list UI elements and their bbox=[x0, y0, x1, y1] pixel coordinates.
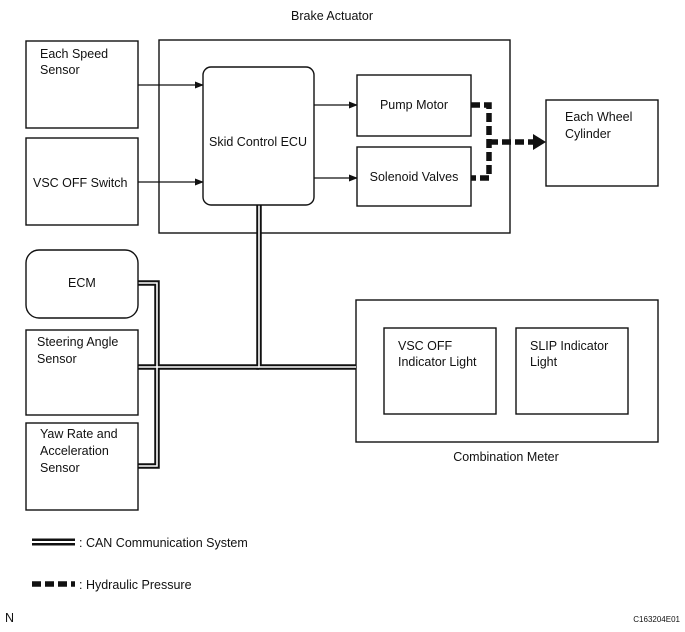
steering-angle-sensor-block: Steering Angle Sensor bbox=[25, 329, 139, 416]
vsc-off-switch-label: VSC OFF Switch bbox=[33, 176, 128, 190]
each-speed-sensor-block: Each Speed Sensor bbox=[25, 40, 139, 129]
vsc-off-indicator-label-1: VSC OFF bbox=[398, 339, 453, 353]
solenoid-valves-label: Solenoid Valves bbox=[370, 170, 459, 184]
figure-code: C163204E01 bbox=[633, 615, 680, 624]
brake-actuator-title: Brake Actuator bbox=[291, 9, 373, 23]
pump-motor-label: Pump Motor bbox=[380, 98, 448, 112]
solenoid-valves-block: Solenoid Valves bbox=[356, 146, 472, 207]
footer-left-mark: N bbox=[5, 611, 14, 625]
skid-control-ecu-block: Skid Control ECU bbox=[202, 66, 315, 206]
vsc-off-indicator-block: VSC OFF Indicator Light bbox=[383, 327, 497, 415]
slip-indicator-block: SLIP Indicator Light bbox=[515, 327, 629, 415]
signal-arrows bbox=[138, 81, 358, 186]
ecm-block: ECM bbox=[25, 249, 139, 319]
can-legend-label: : CAN Communication System bbox=[79, 536, 248, 550]
steering-angle-sensor-label-1: Steering Angle bbox=[37, 335, 118, 349]
each-wheel-cylinder-label-1: Each Wheel bbox=[565, 110, 632, 124]
slip-indicator-label-2: Light bbox=[530, 355, 558, 369]
skid-control-ecu-label: Skid Control ECU bbox=[209, 135, 307, 149]
yaw-rate-sensor-block: Yaw Rate and Acceleration Sensor bbox=[25, 422, 139, 511]
legend: : CAN Communication System : Hydraulic P… bbox=[32, 536, 248, 592]
vsc-off-indicator-label-2: Indicator Light bbox=[398, 355, 477, 369]
each-speed-sensor-label-2: Sensor bbox=[40, 63, 80, 77]
yaw-rate-sensor-label-1: Yaw Rate and bbox=[40, 427, 118, 441]
steering-angle-sensor-label-2: Sensor bbox=[37, 352, 77, 366]
pump-motor-block: Pump Motor bbox=[356, 74, 472, 137]
each-speed-sensor-label-1: Each Speed bbox=[40, 47, 108, 61]
ecm-label: ECM bbox=[68, 276, 96, 290]
vsc-off-switch-block: VSC OFF Switch bbox=[25, 137, 139, 226]
slip-indicator-label-1: SLIP Indicator bbox=[530, 339, 608, 353]
yaw-rate-sensor-label-2: Acceleration bbox=[40, 444, 109, 458]
can-bus bbox=[138, 205, 356, 469]
yaw-rate-sensor-label-3: Sensor bbox=[40, 461, 80, 475]
each-wheel-cylinder-label-2: Cylinder bbox=[565, 127, 611, 141]
combination-meter-title: Combination Meter bbox=[453, 450, 559, 464]
hydraulic-legend-label: : Hydraulic Pressure bbox=[79, 578, 192, 592]
each-wheel-cylinder-block: Each Wheel Cylinder bbox=[545, 99, 659, 187]
hydraulic-lines bbox=[471, 102, 546, 181]
